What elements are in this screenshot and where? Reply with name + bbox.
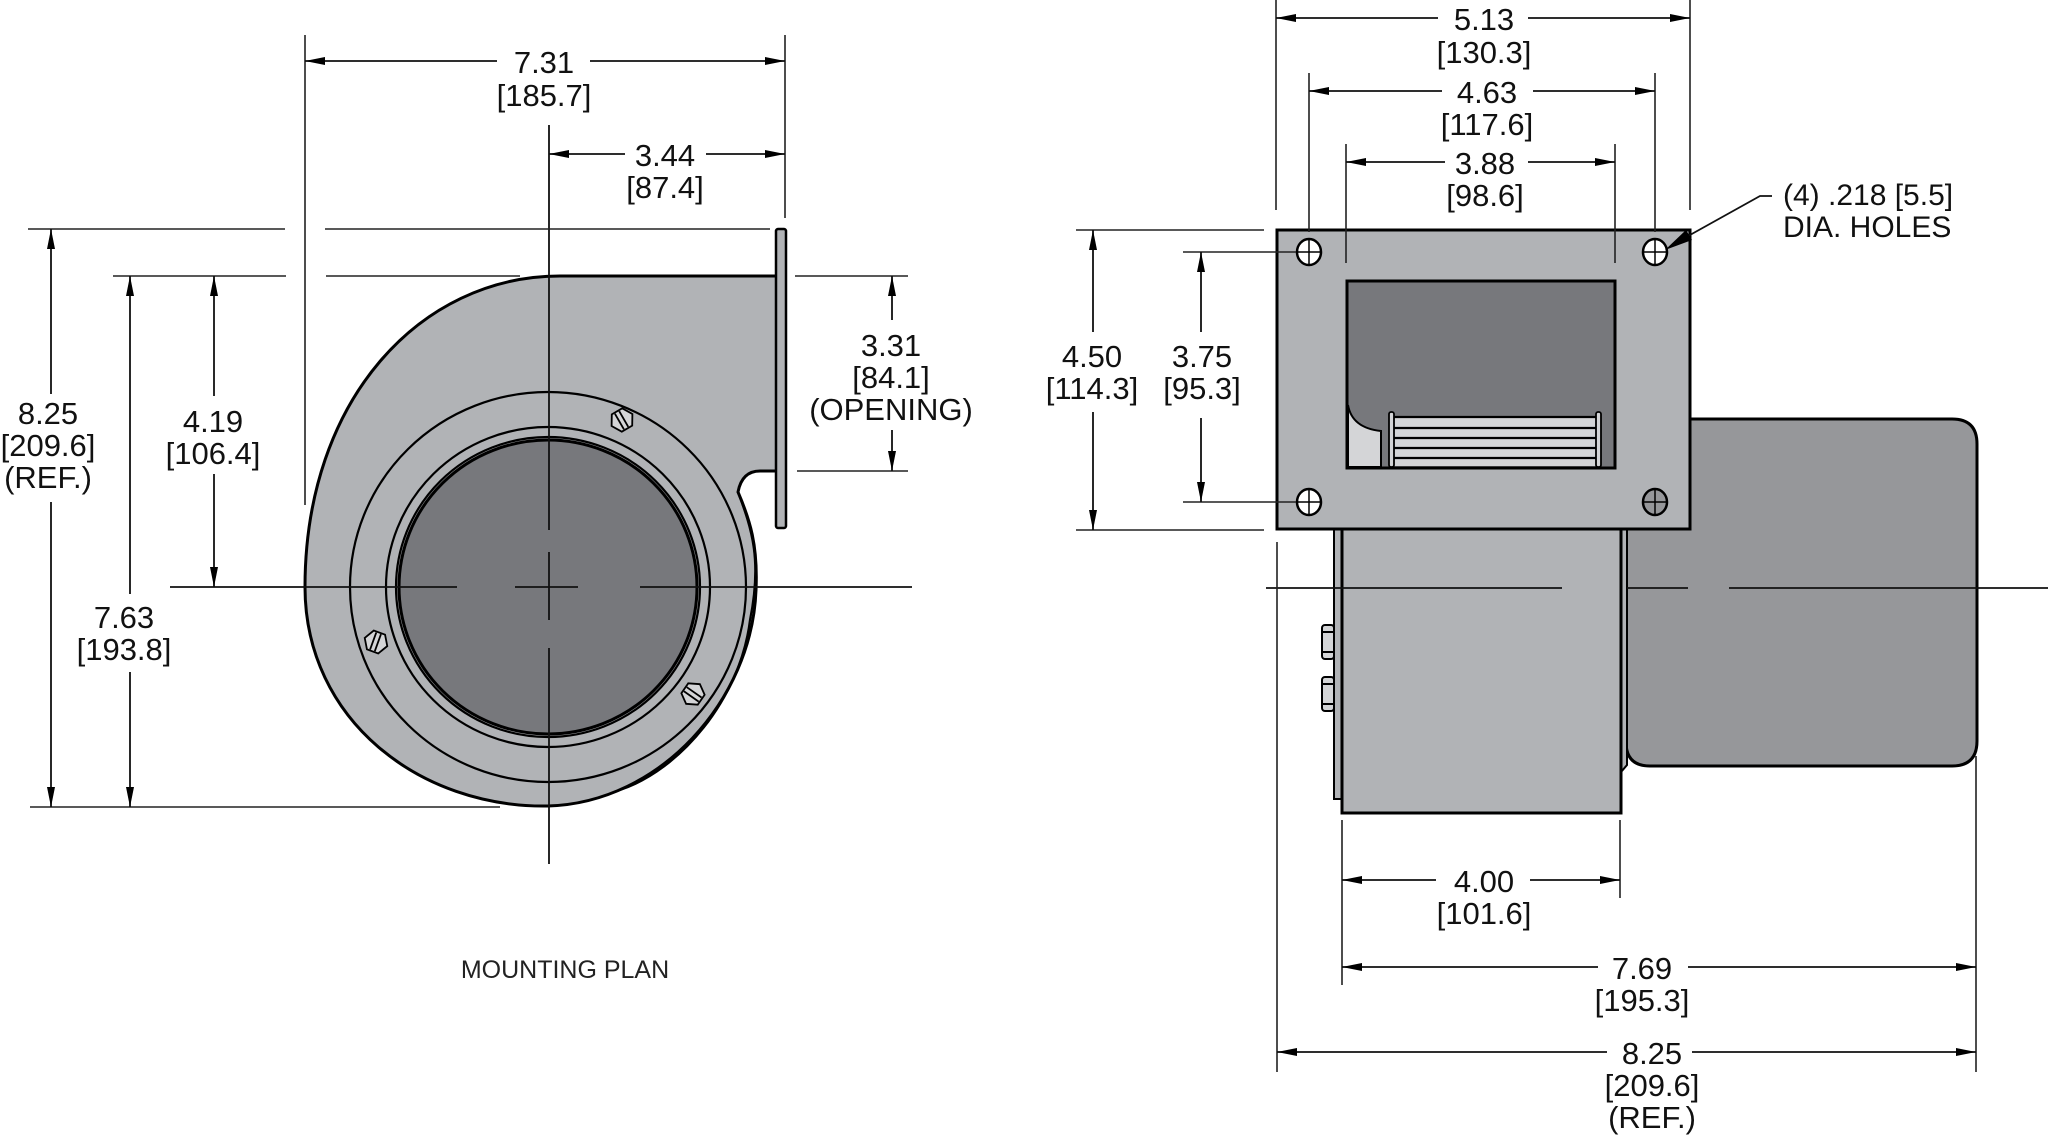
scroll-lip xyxy=(619,491,757,792)
dim-value-mm: [193.8] xyxy=(77,632,172,667)
dim-value: 7.63 xyxy=(94,600,154,635)
dim-housing-motor-width: 7.69 [195.3] xyxy=(1342,951,1976,1018)
dim-value: 3.44 xyxy=(635,138,695,173)
dim-value-mm: [95.3] xyxy=(1163,371,1241,406)
dim-value: 4.50 xyxy=(1062,339,1122,374)
centerlines xyxy=(170,125,912,864)
dim-note: (REF.) xyxy=(1608,1100,1696,1135)
dim-housing-width: 4.00 [101.6] xyxy=(1342,864,1620,931)
dim-value-mm: [117.6] xyxy=(1441,107,1534,142)
dim-value-mm: [130.3] xyxy=(1437,35,1532,70)
dim-value-mm: [84.1] xyxy=(852,360,930,395)
dim-overall-width: 7.31 [185.7] xyxy=(305,45,785,113)
blower-wheel xyxy=(1388,411,1602,468)
view-label: MOUNTING PLAN xyxy=(461,956,669,984)
hole-note-line2: DIA. HOLES xyxy=(1783,211,1951,244)
dim-value: 3.31 xyxy=(861,328,921,363)
dim-value-mm: [114.3] xyxy=(1046,371,1139,406)
nut-icon xyxy=(1321,676,1335,712)
dim-value-mm: [185.7] xyxy=(497,78,592,113)
dim-center-to-flange: 3.44 [87.4] xyxy=(549,138,785,205)
dim-opening: 3.31 [84.1] (OPENING) xyxy=(809,276,973,471)
dim-value: 8.25 xyxy=(18,396,78,431)
dim-scroll-height: 7.63 [193.8] xyxy=(77,276,172,807)
extension-lines xyxy=(1076,0,1977,1072)
hole-callout: (4) .218 [5.5] DIA. HOLES xyxy=(1665,179,1953,250)
dim-value: 8.25 xyxy=(1622,1036,1682,1071)
dim-value: 7.31 xyxy=(514,45,574,80)
mounting-hole-icon xyxy=(1641,237,1669,267)
dim-hole-spacing-horizontal: 4.63 [117.6] xyxy=(1309,75,1655,142)
side-view: 5.13 [130.3] 4.63 [117.6] 3.88 [98.6] 4.… xyxy=(1046,0,2048,1135)
mounting-hole-icon xyxy=(1295,237,1323,267)
nut-icon xyxy=(1321,624,1335,660)
mounting-plan-view: 7.31 [185.7] 3.44 [87.4] 8.25 [209.6] (R… xyxy=(1,35,973,984)
dim-value: 3.75 xyxy=(1172,339,1232,374)
extension-lines xyxy=(28,35,908,808)
dim-flange-width: 5.13 [130.3] xyxy=(1276,2,1690,70)
outlet-flange xyxy=(774,227,788,530)
dim-value: 5.13 xyxy=(1454,2,1514,37)
mounting-hole-icon xyxy=(1295,487,1323,517)
dim-flange-height: 4.50 [114.3] xyxy=(1046,230,1139,530)
dim-value-mm: [106.4] xyxy=(166,436,261,471)
screw-icon xyxy=(680,682,706,706)
dim-value: 7.69 xyxy=(1612,951,1672,986)
dim-top-to-center: 4.19 [106.4] xyxy=(166,276,261,587)
dim-value-mm: [209.6] xyxy=(1605,1068,1700,1103)
mounting-hole-icon xyxy=(1641,487,1669,517)
dim-opening-width: 3.88 [98.6] xyxy=(1346,146,1615,213)
dim-note: (OPENING) xyxy=(809,392,973,427)
screw-icon xyxy=(610,407,634,433)
dim-overall-height: 8.25 [209.6] (REF.) xyxy=(1,229,96,807)
dim-value: 4.19 xyxy=(183,404,243,439)
screw-icon xyxy=(363,629,389,655)
dim-hole-spacing-vertical: 3.75 [95.3] xyxy=(1163,252,1241,502)
dim-value: 4.63 xyxy=(1457,75,1517,110)
motor-body xyxy=(1618,417,1979,768)
dim-value: 4.00 xyxy=(1454,864,1514,899)
dim-value: 3.88 xyxy=(1455,146,1515,181)
dim-overall-width-ref: 8.25 [209.6] (REF.) xyxy=(1277,1036,1976,1135)
hole-note-line1: (4) .218 [5.5] xyxy=(1783,179,1953,212)
blower-housing xyxy=(1340,527,1623,815)
dim-value-mm: [87.4] xyxy=(626,170,704,205)
dim-value-mm: [195.3] xyxy=(1595,983,1690,1018)
scroll-cutoff xyxy=(1347,404,1382,468)
dim-note: (REF.) xyxy=(4,460,92,495)
dim-value-mm: [101.6] xyxy=(1437,896,1532,931)
dim-value-mm: [209.6] xyxy=(1,428,96,463)
dim-value-mm: [98.6] xyxy=(1446,178,1524,213)
